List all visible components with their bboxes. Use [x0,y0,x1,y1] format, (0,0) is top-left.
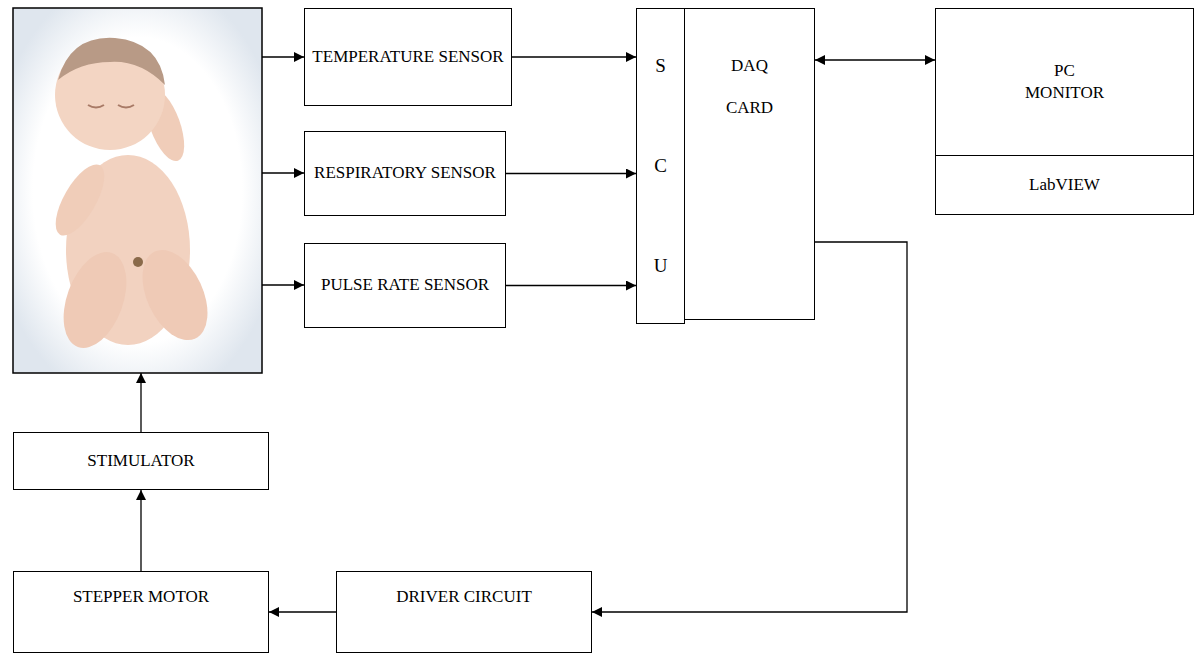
sensor-box: TEMPERATURE SENSOR [304,8,512,106]
connector-arrow [506,173,636,174]
sensor-box: RESPIRATORY SENSOR [304,131,506,216]
baby-arm [46,157,114,242]
baby-navel [133,257,143,267]
box-label: S C U [654,16,668,316]
baby-eyes [88,105,134,108]
box-label: PULSE RATE SENSOR [321,274,489,296]
process-box: STIMULATOR [13,432,269,490]
text-cell: TEMPERATURE SENSOR [305,9,511,105]
process-box: DRIVER CIRCUIT [336,571,592,653]
text-cell: S C U [637,9,684,323]
sensor-leads [141,57,304,432]
text-cell: RESPIRATORY SENSOR [305,132,505,215]
connector-arrow [269,611,336,612]
text-cell: STEPPER MOTOR [14,572,268,652]
process-box: STEPPER MOTOR [13,571,269,653]
text-cell: LabVIEW [936,155,1193,214]
box-label: DAQ CARD [726,45,773,129]
connector-arrow [512,56,636,57]
stimulus-arrow [140,373,141,432]
box-label: LabVIEW [1029,174,1100,196]
connector-arrow [506,285,636,286]
connector-arrow [140,490,141,571]
baby-leg [129,240,220,351]
photo-frame [13,8,262,373]
box-label: RESPIRATORY SENSOR [314,162,496,184]
box-label: DRIVER CIRCUIT [396,586,532,608]
text-cell: STIMULATOR [14,433,268,489]
conditioning-box: S C U [636,8,685,324]
text-cell: PULSE RATE SENSOR [305,244,505,327]
text-cell: DRIVER CIRCUIT [337,572,591,652]
daq-box: DAQ CARD [685,8,815,320]
sensor-box: PULSE RATE SENSOR [304,243,506,328]
text-cell: DAQ CARD [685,9,814,319]
text-cell: PC MONITOR [936,9,1193,155]
baby-illustration [46,38,221,357]
box-label: STEPPER MOTOR [73,586,209,608]
lead-arrow [262,172,304,173]
box-label: TEMPERATURE SENSOR [312,46,503,68]
baby-hair [58,38,165,85]
box-label: STIMULATOR [87,450,194,472]
baby-leg [52,243,139,356]
box-label: PC MONITOR [1025,60,1104,104]
lead-arrow [262,56,304,57]
lead-arrow [262,284,304,285]
connector-arrow [815,59,935,60]
monitor-box: PC MONITOR LabVIEW [935,8,1194,215]
